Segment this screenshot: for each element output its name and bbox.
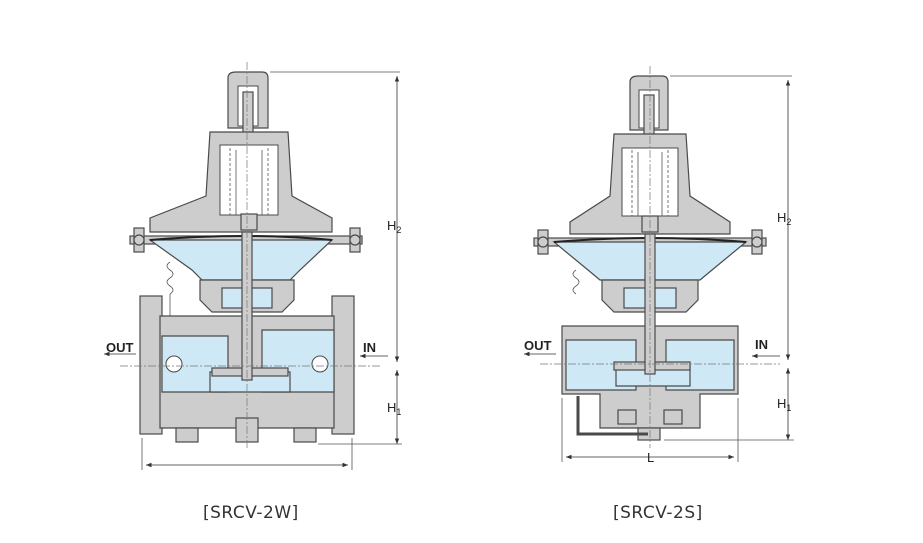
right-l-label: L: [647, 450, 654, 465]
caption-srcv-2s: [SRCV-2S]: [613, 503, 703, 523]
left-h1-label: H1: [387, 400, 401, 417]
valve-srcv-2w: [104, 62, 402, 470]
right-h2-label: H2: [777, 210, 791, 227]
left-h2-label: H2: [387, 218, 401, 235]
right-out-label: OUT: [524, 338, 552, 353]
left-in-label: IN: [363, 340, 376, 355]
caption-srcv-2w: [SRCV-2W]: [203, 503, 299, 523]
right-h1-label: H1: [777, 396, 791, 413]
valve-srcv-2s: [524, 66, 794, 462]
right-in-label: IN: [755, 337, 768, 352]
left-out-label: OUT: [106, 340, 134, 355]
